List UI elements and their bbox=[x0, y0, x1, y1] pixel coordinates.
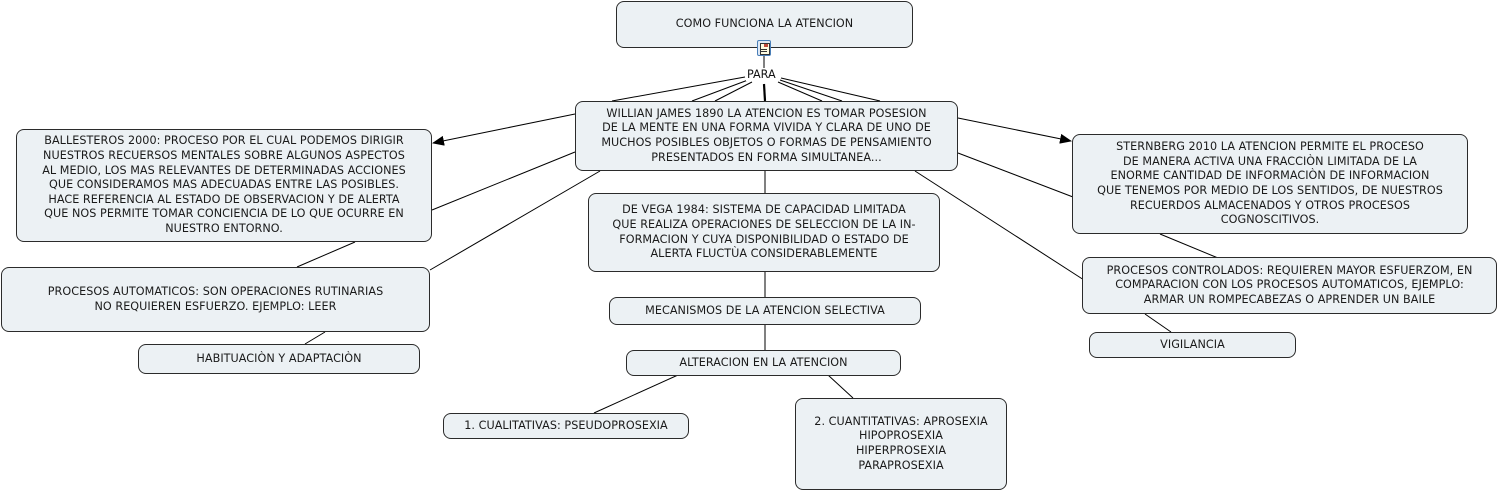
link-ballesteros-automaticos bbox=[296, 241, 356, 268]
concept-label-cualitativas: 1. CUALITATIVAS: PSEUDOPROSEXIA bbox=[464, 418, 668, 432]
concept-node-vigilancia[interactable]: VIGILANCIA bbox=[1089, 332, 1296, 358]
concept-node-ballesteros[interactable]: BALLESTEROS 2000: PROCESO POR EL CUAL PO… bbox=[16, 129, 432, 242]
link-para-automaticos bbox=[691, 79, 749, 102]
concept-label-vigilancia: VIGILANCIA bbox=[1160, 337, 1225, 351]
link-para-james bbox=[762, 83, 767, 102]
concept-node-cuantitativas[interactable]: 2. CUANTITATIVAS: APROSEXIA HIPOPROSEXIA… bbox=[795, 398, 1007, 490]
root-concept-label: COMO FUNCIONA LA ATENCION bbox=[675, 17, 854, 31]
link-controlados-vigilancia bbox=[1144, 313, 1172, 333]
concept-label-sternberg: STERNBERG 2010 LA ATENCION PERMITE EL PR… bbox=[1097, 140, 1443, 227]
concept-label-cuantitativas: 2. CUANTITATIVAS: APROSEXIA HIPOPROSEXIA… bbox=[814, 414, 988, 472]
concept-label-alteracion: ALTERACION EN LA ATENCION bbox=[679, 355, 848, 369]
concept-node-james[interactable]: WILLIAN JAMES 1890 LA ATENCION ES TOMAR … bbox=[575, 101, 958, 171]
concept-label-mecanismos: MECANISMOS DE LA ATENCION SELECTIVA bbox=[645, 303, 885, 317]
linking-phrase-para[interactable]: PARA bbox=[746, 68, 777, 81]
link-to-controlados bbox=[914, 170, 1085, 281]
link-para-ballesteros bbox=[611, 76, 746, 102]
concept-node-devega[interactable]: DE VEGA 1984: SISTEMA DE CAPACIDAD LIMIT… bbox=[588, 193, 940, 272]
document-resource-icon[interactable] bbox=[757, 40, 771, 56]
concept-label-james: WILLIAN JAMES 1890 LA ATENCION ES TOMAR … bbox=[601, 106, 932, 164]
concept-label-ballesteros: BALLESTEROS 2000: PROCESO POR EL CUAL PO… bbox=[42, 134, 406, 235]
link-sternberg-controlados bbox=[1159, 233, 1219, 259]
link-to-automaticos-a bbox=[431, 151, 576, 211]
link-to-sternberg-b bbox=[957, 152, 1074, 198]
concept-node-cualitativas[interactable]: 1. CUALITATIVAS: PSEUDOPROSEXIA bbox=[443, 413, 689, 439]
link-alteracion-cualitativas bbox=[593, 374, 679, 414]
concept-node-alteracion[interactable]: ALTERACION EN LA ATENCION bbox=[626, 350, 901, 376]
link-para-devega bbox=[714, 81, 753, 102]
link-automaticos-habituacion bbox=[304, 331, 326, 345]
concept-node-habituacion[interactable]: HABITUACIÒN Y ADAPTACIÒN bbox=[138, 344, 420, 374]
concept-label-automaticos: PROCESOS AUTOMATICOS: SON OPERACIONES RU… bbox=[47, 284, 384, 313]
link-to-sternberg bbox=[957, 117, 1072, 144]
concept-node-mecanismos[interactable]: MECANISMOS DE LA ATENCION SELECTIVA bbox=[609, 297, 921, 325]
concept-node-automaticos[interactable]: PROCESOS AUTOMATICOS: SON OPERACIONES RU… bbox=[1, 267, 430, 332]
link-to-ballesteros bbox=[432, 113, 576, 146]
concept-node-sternberg[interactable]: STERNBERG 2010 LA ATENCION PERMITE EL PR… bbox=[1072, 134, 1468, 234]
concept-node-controlados[interactable]: PROCESOS CONTROLADOS: REQUIEREN MAYOR ES… bbox=[1082, 257, 1497, 314]
concept-label-devega: DE VEGA 1984: SISTEMA DE CAPACIDAD LIMIT… bbox=[612, 203, 916, 261]
link-para-controlados bbox=[777, 81, 823, 102]
link-alteracion-cuantitativas bbox=[827, 374, 854, 399]
link-para-sternberg bbox=[780, 77, 881, 102]
concept-label-habituacion: HABITUACIÒN Y ADAPTACIÒN bbox=[196, 351, 362, 365]
concept-label-controlados: PROCESOS CONTROLADOS: REQUIEREN MAYOR ES… bbox=[1106, 263, 1473, 306]
link-to-automaticos-b bbox=[429, 170, 601, 271]
link-para-controlados-2 bbox=[779, 79, 843, 102]
